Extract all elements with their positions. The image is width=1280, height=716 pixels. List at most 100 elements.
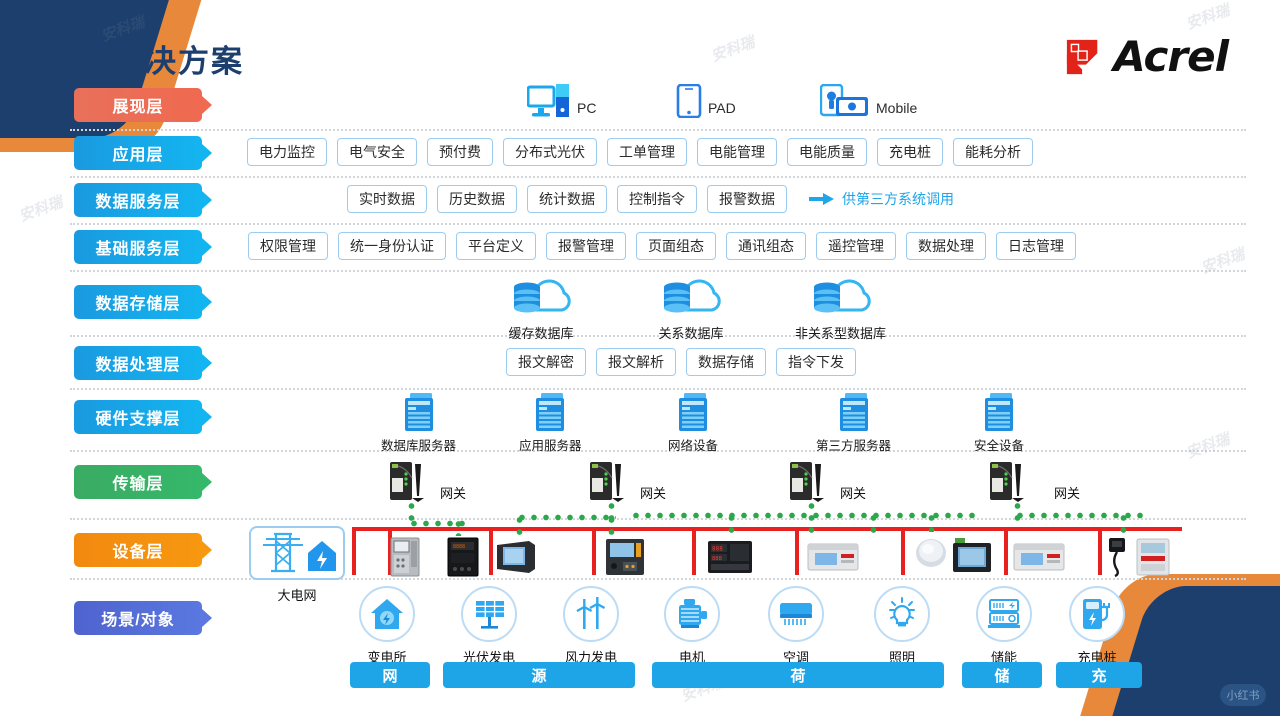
data-storage-item[interactable]: 缓存数据库 bbox=[505, 278, 577, 342]
device-meter[interactable]: 888 888 bbox=[707, 540, 753, 579]
watermark: 安科瑞 bbox=[16, 193, 65, 226]
device-meter[interactable] bbox=[390, 537, 420, 582]
data-process-item[interactable]: 数据存储 bbox=[686, 348, 766, 376]
device-meter[interactable]: 8888 bbox=[447, 537, 479, 582]
hardware-item[interactable]: 第三方服务器 bbox=[816, 392, 891, 454]
scene-item-ac[interactable]: 空调 bbox=[768, 586, 824, 666]
presentation-device-pad[interactable]: PAD bbox=[676, 84, 736, 118]
category-bar-source[interactable]: 源 bbox=[443, 662, 635, 688]
power-meter-black-icon: 8888 bbox=[447, 537, 479, 577]
scene-item-solar[interactable]: 光伏发电 bbox=[461, 586, 517, 666]
brand-logo: Acrel bbox=[1065, 32, 1229, 81]
hardware-item[interactable]: 网络设备 bbox=[665, 392, 721, 454]
row-divider bbox=[70, 270, 1246, 272]
layer-label-data-storage[interactable]: 数据存储层 bbox=[74, 285, 212, 319]
data-service-item[interactable]: 历史数据 bbox=[437, 185, 517, 213]
application-item[interactable]: 充电桩 bbox=[877, 138, 943, 166]
comm-link-horizontal bbox=[408, 520, 468, 527]
base-service-item[interactable]: 通讯组态 bbox=[726, 232, 806, 260]
layer-label-transmission[interactable]: 传输层 bbox=[74, 465, 212, 499]
gateway-icon bbox=[990, 462, 1024, 502]
device-meter[interactable] bbox=[1104, 536, 1132, 583]
base-service-item[interactable]: 日志管理 bbox=[996, 232, 1076, 260]
gateway-item[interactable]: 网关 bbox=[988, 458, 1080, 506]
application-item[interactable]: 工单管理 bbox=[607, 138, 687, 166]
scene-label: 风力发电 bbox=[564, 650, 617, 665]
scene-circle bbox=[359, 586, 415, 642]
scene-circle bbox=[976, 586, 1032, 642]
base-service-item[interactable]: 报警管理 bbox=[546, 232, 626, 260]
base-service-item[interactable]: 页面组态 bbox=[636, 232, 716, 260]
gateway-icon bbox=[590, 462, 624, 502]
hardware-label: 网络设备 bbox=[667, 439, 718, 453]
substation-icon bbox=[371, 599, 403, 629]
device-meter[interactable] bbox=[1013, 541, 1065, 578]
application-item[interactable]: 分布式光伏 bbox=[503, 138, 597, 166]
server-icon bbox=[404, 393, 433, 431]
comm-link-vertical bbox=[455, 518, 462, 536]
application-item[interactable]: 预付费 bbox=[427, 138, 493, 166]
hardware-item[interactable]: 安全设备 bbox=[971, 392, 1027, 454]
layer-label-application[interactable]: 应用层 bbox=[74, 136, 212, 170]
device-meter[interactable] bbox=[952, 537, 992, 578]
scene-item-storage[interactable]: 储能 bbox=[976, 586, 1032, 666]
data-storage-item[interactable]: 非关系型数据库 bbox=[795, 278, 886, 342]
presentation-device-pc[interactable]: PC bbox=[527, 84, 596, 118]
svg-text:888: 888 bbox=[712, 546, 723, 553]
base-service-item[interactable]: 权限管理 bbox=[248, 232, 328, 260]
application-item[interactable]: 电气安全 bbox=[337, 138, 417, 166]
scene-item-substation[interactable]: 变电所 bbox=[359, 586, 415, 666]
data-process-item[interactable]: 报文解析 bbox=[596, 348, 676, 376]
base-service-items: 权限管理 统一身份认证 平台定义 报警管理 页面组态 通讯组态 遥控管理 数据处… bbox=[248, 232, 1076, 260]
device-meter[interactable] bbox=[914, 537, 948, 574]
base-service-item[interactable]: 遥控管理 bbox=[816, 232, 896, 260]
application-item[interactable]: 电力监控 bbox=[247, 138, 327, 166]
scene-item-wind[interactable]: 风力发电 bbox=[563, 586, 619, 666]
data-storage-item[interactable]: 关系数据库 bbox=[655, 278, 727, 342]
gateway-item[interactable]: 网关 bbox=[588, 458, 666, 506]
scene-item-lighting[interactable]: 照明 bbox=[874, 586, 930, 666]
hardware-item[interactable]: 应用服务器 bbox=[519, 392, 582, 454]
lightbulb-icon bbox=[889, 597, 915, 627]
hardware-item[interactable]: 数据库服务器 bbox=[381, 392, 456, 454]
presentation-device-mobile[interactable]: Mobile bbox=[820, 84, 917, 118]
application-item[interactable]: 能耗分析 bbox=[953, 138, 1033, 166]
layer-label-data-service[interactable]: 数据服务层 bbox=[74, 183, 212, 217]
data-service-item[interactable]: 控制指令 bbox=[617, 185, 697, 213]
watermark: 安科瑞 bbox=[1198, 245, 1247, 278]
scene-item-motor[interactable]: 电机 bbox=[664, 586, 720, 666]
layer-label-device[interactable]: 设备层 bbox=[74, 533, 212, 567]
layer-label-presentation[interactable]: 展现层 bbox=[74, 88, 212, 122]
data-service-item[interactable]: 统计数据 bbox=[527, 185, 607, 213]
device-meter[interactable] bbox=[807, 541, 859, 578]
base-service-item[interactable]: 平台定义 bbox=[456, 232, 536, 260]
power-drop-line bbox=[388, 527, 392, 575]
category-bar-load[interactable]: 荷 bbox=[652, 662, 944, 688]
data-process-item[interactable]: 指令下发 bbox=[776, 348, 856, 376]
application-item[interactable]: 电能质量 bbox=[787, 138, 867, 166]
data-storage-label: 非关系型数据库 bbox=[795, 326, 887, 341]
base-service-item[interactable]: 统一身份认证 bbox=[338, 232, 446, 260]
category-bar-charge[interactable]: 充 bbox=[1056, 662, 1142, 688]
scene-item-ev-pile[interactable]: 充电桩 bbox=[1069, 586, 1125, 666]
arrow-right-icon bbox=[809, 193, 835, 205]
gateway-item[interactable]: 网关 bbox=[788, 458, 866, 506]
server-icon bbox=[839, 393, 868, 431]
base-service-item[interactable]: 数据处理 bbox=[906, 232, 986, 260]
layer-label-base-service[interactable]: 基础服务层 bbox=[74, 230, 212, 264]
category-bar-grid[interactable]: 网 bbox=[350, 662, 430, 688]
category-bar-storage[interactable]: 储 bbox=[962, 662, 1042, 688]
data-process-item[interactable]: 报文解密 bbox=[506, 348, 586, 376]
layer-label-text: 基础服务层 bbox=[95, 241, 181, 258]
layer-label-hardware[interactable]: 硬件支撑层 bbox=[74, 400, 212, 434]
device-meter[interactable] bbox=[1136, 538, 1170, 581]
device-meter[interactable] bbox=[495, 539, 537, 580]
data-service-item[interactable]: 报警数据 bbox=[707, 185, 787, 213]
layer-label-data-process[interactable]: 数据处理层 bbox=[74, 346, 212, 380]
gateway-item[interactable]: 网关 bbox=[388, 458, 466, 506]
device-meter[interactable] bbox=[605, 538, 645, 581]
grid-source-box[interactable] bbox=[249, 526, 345, 580]
application-item[interactable]: 电能管理 bbox=[697, 138, 777, 166]
layer-label-scene[interactable]: 场景/对象 bbox=[74, 601, 212, 635]
data-service-item[interactable]: 实时数据 bbox=[347, 185, 427, 213]
